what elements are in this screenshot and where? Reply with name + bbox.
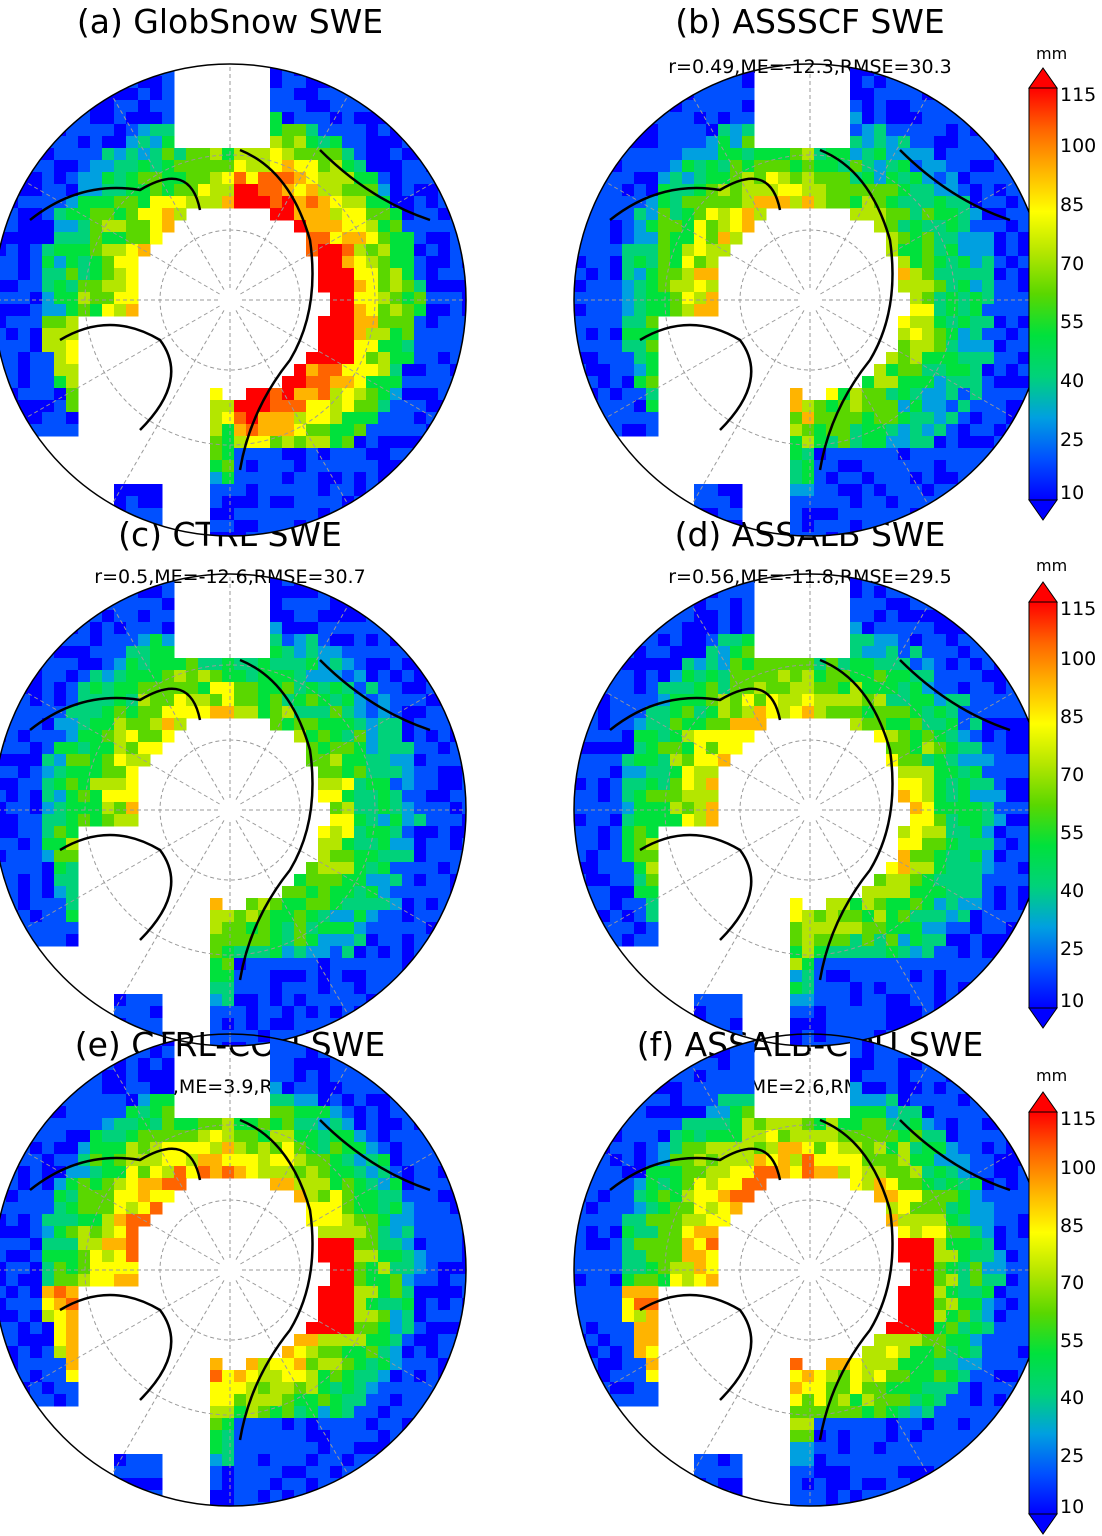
colorbar-top [1028,67,1058,521]
colorbar-tick-label: 40 [1060,1387,1085,1410]
coastline [609,148,1011,471]
map-panel-b [550,40,1070,560]
graticule [574,64,1046,536]
panel-a-title: (a) GlobSnow SWE [76,2,384,41]
colorbar-tick-label: 10 [1060,482,1085,504]
colorbar-tick-label: 100 [1060,134,1097,157]
colorbar-tick-label: 40 [1060,370,1085,393]
colorbar-tick-label: 25 [1060,938,1085,960]
colorbar-tick-label: 55 [1060,1329,1085,1352]
map-panel-a [0,40,490,560]
colorbar-tick-label: 115 [1060,84,1097,106]
graticule [574,574,1046,1046]
colorbar-gradient [1028,601,1058,1009]
colorbar-tick-label: 25 [1060,1444,1085,1467]
colorbar-tick-label: 70 [1060,764,1085,786]
colorbar-tick-label: 40 [1060,880,1085,902]
colorbar-tick-label: 100 [1060,1157,1097,1180]
colorbar-middle [1028,581,1058,1029]
map-panel-c [0,550,490,1070]
snow-field [574,1034,1046,1506]
graticule [0,574,466,1046]
colorbar-tick-label: 70 [1060,1272,1085,1295]
colorbar-tick-label: 115 [1060,1108,1097,1130]
graticule [0,64,466,536]
colorbar-unit-middle: mm [1036,556,1068,575]
map-boundary [0,1033,467,1507]
colorbar-tick-label: 25 [1060,429,1085,452]
snow-field [574,574,1046,1046]
colorbar-bottom [1028,1091,1058,1535]
snow-field [574,64,1046,536]
colorbar-tick-label: 85 [1060,193,1085,216]
snow-field [0,574,466,1046]
panel-b-title: (b) ASSSCF SWE [675,2,945,41]
colorbar-tick-label: 85 [1060,706,1085,728]
graticule [574,1034,1046,1506]
colorbar-extend-max [1028,67,1058,89]
coastline [29,1118,431,1441]
snow-field [0,1034,466,1506]
colorbar-tick-label: 10 [1060,990,1085,1012]
colorbar-extend-max [1028,581,1058,603]
coastline [29,658,431,981]
colorbar-extend-min [1028,499,1058,521]
colorbar-extend-min [1028,1513,1058,1535]
colorbar-tick-label: 115 [1060,598,1097,620]
colorbar-extend-min [1028,1007,1058,1029]
colorbar-gradient [1028,1111,1058,1515]
colorbar-gradient [1028,87,1058,501]
snow-field [0,64,466,536]
map-panel-d [550,550,1070,1070]
colorbar-tick-label: 100 [1060,648,1097,670]
colorbar-unit-bottom: mm [1036,1066,1068,1085]
graticule [0,1034,466,1506]
map-boundary [0,63,467,537]
coastline [609,658,1011,981]
colorbar-tick-label: 10 [1060,1496,1085,1518]
colorbar-unit-top: mm [1036,44,1068,63]
coastline [29,148,431,471]
coastline [609,1118,1011,1441]
map-panel-e [0,1010,490,1530]
map-panel-f [550,1010,1070,1530]
colorbar-tick-label: 70 [1060,252,1085,275]
colorbar-tick-label: 55 [1060,311,1085,334]
colorbar-tick-label: 85 [1060,1214,1085,1237]
colorbar-extend-max [1028,1091,1058,1113]
colorbar-tick-label: 55 [1060,822,1085,844]
